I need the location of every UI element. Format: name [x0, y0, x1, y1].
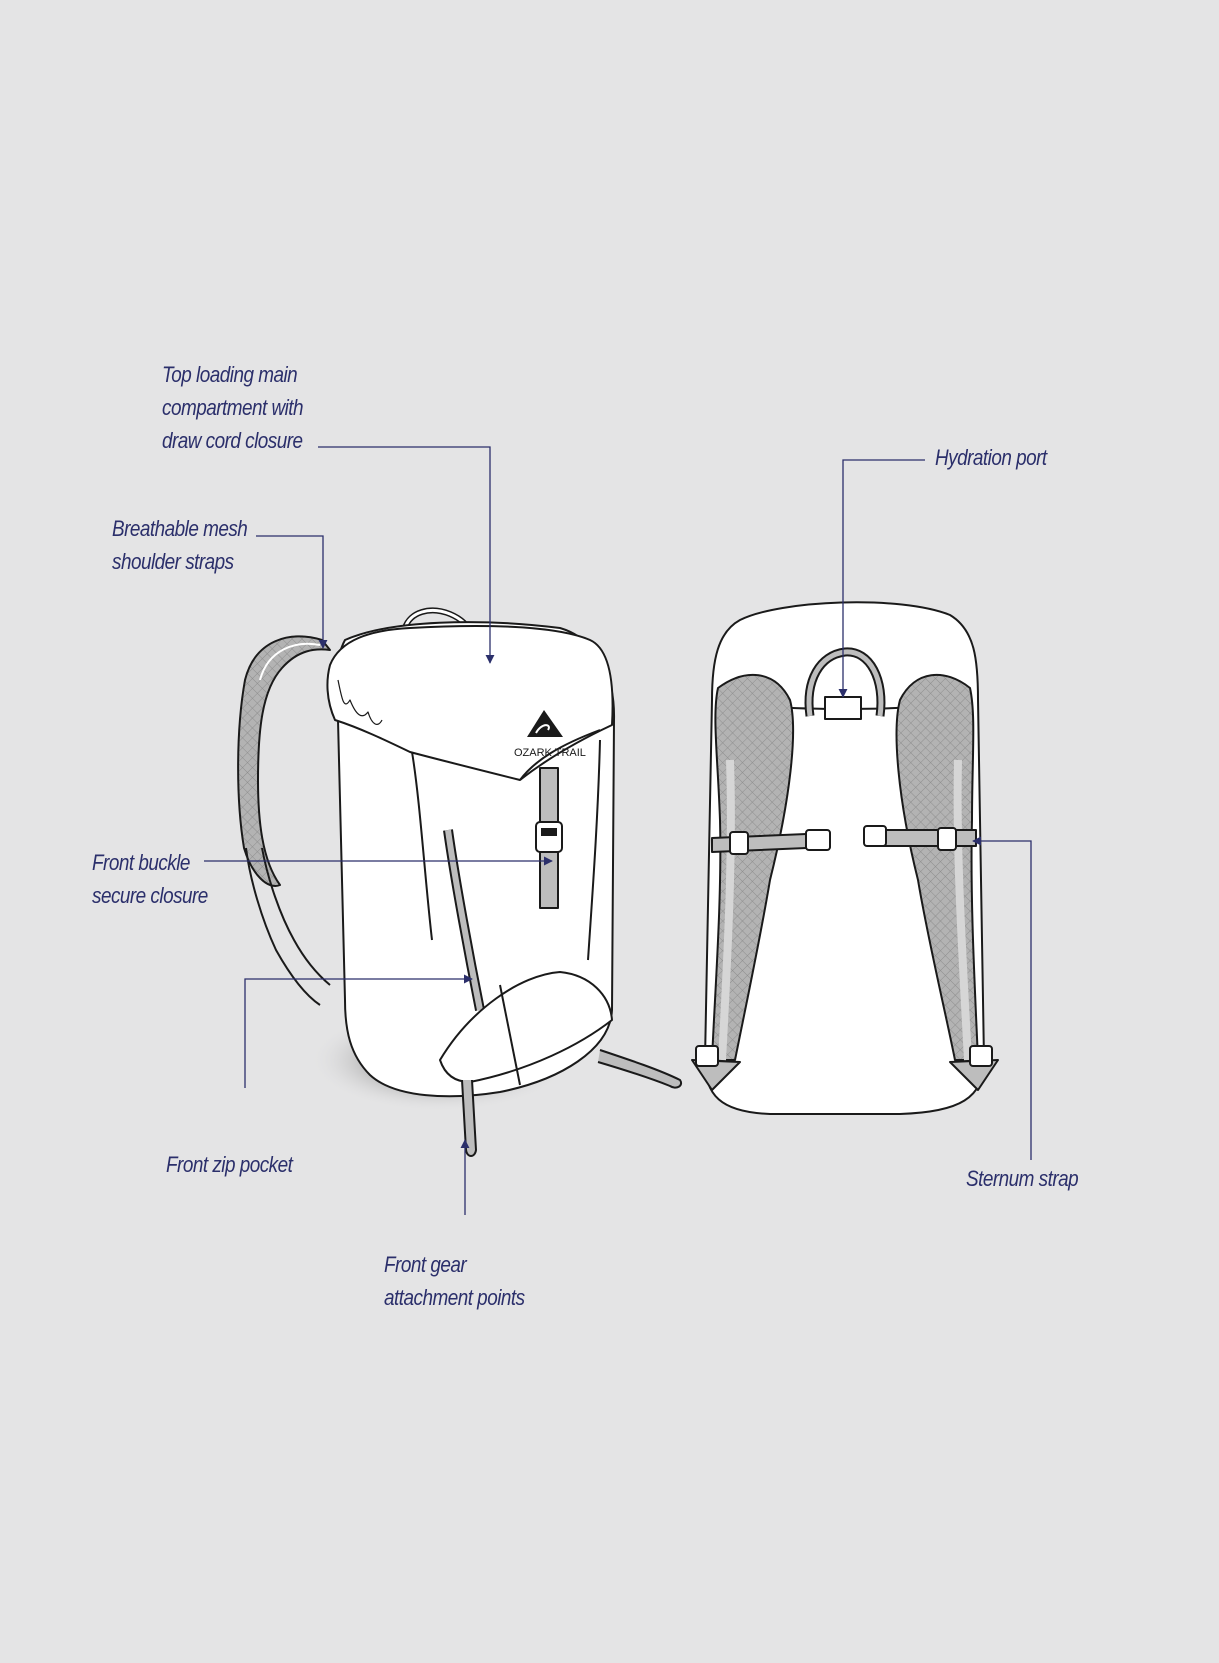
back-view-backpack	[691, 601, 999, 1115]
leader-shoulder-straps	[256, 535, 328, 649]
callout-top-loading-line-2: compartment with	[162, 395, 304, 420]
leader-sternum	[972, 836, 1032, 1160]
brand-logo-text: OZARK TRAIL	[514, 747, 586, 759]
callout-gear-points-line-2: attachment points	[384, 1285, 525, 1310]
callout-shoulder-straps-line-2: shoulder straps	[112, 549, 234, 574]
front-view-backpack	[237, 607, 682, 1157]
callout-sternum: Sternum strap	[966, 1162, 1079, 1195]
leader-hydration	[838, 459, 925, 698]
callout-sternum-line-1: Sternum strap	[966, 1166, 1079, 1191]
callout-front-zip: Front zip pocket	[166, 1148, 293, 1181]
leader-top-loading	[318, 446, 495, 664]
callout-front-buckle: Front buckle secure closure	[92, 846, 208, 912]
callout-front-zip-line-1: Front zip pocket	[166, 1152, 293, 1177]
callout-gear-points-line-1: Front gear	[384, 1252, 467, 1277]
callout-front-buckle-line-2: secure closure	[92, 883, 208, 908]
callout-top-loading: Top loading main compartment with draw c…	[162, 358, 304, 457]
callout-top-loading-line-1: Top loading main	[162, 362, 298, 387]
mountain-logo-icon	[527, 710, 563, 737]
leader-front-zip	[244, 974, 473, 1088]
callout-leader-lines	[204, 446, 1032, 1215]
callout-hydration-line-1: Hydration port	[935, 445, 1047, 470]
callout-shoulder-straps: Breathable mesh shoulder straps	[112, 512, 248, 578]
callout-gear-points: Front gear attachment points	[384, 1248, 525, 1314]
callout-front-buckle-line-1: Front buckle	[92, 850, 190, 875]
callout-top-loading-line-3: draw cord closure	[162, 428, 303, 453]
callout-shoulder-straps-line-1: Breathable mesh	[112, 516, 248, 541]
callout-hydration: Hydration port	[935, 441, 1047, 474]
